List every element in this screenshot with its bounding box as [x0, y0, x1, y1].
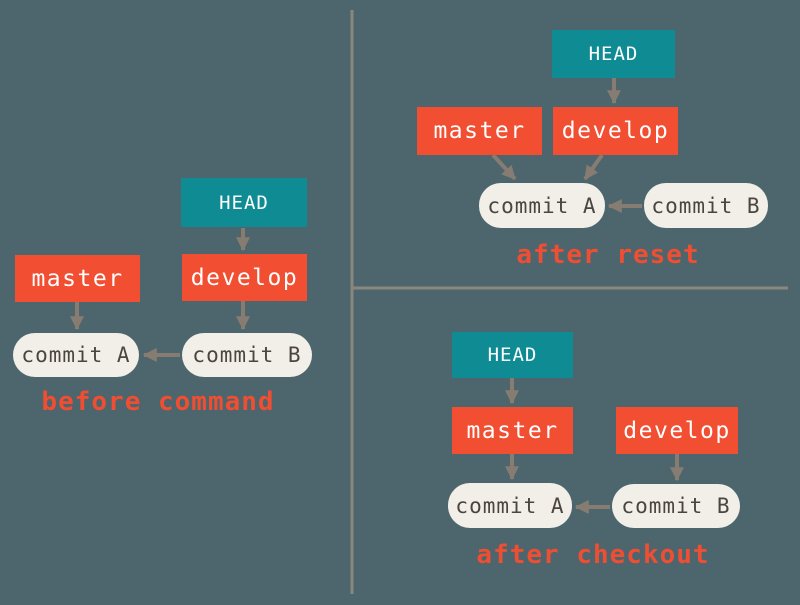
reset-head-box: HEAD — [552, 30, 675, 78]
checkout-head-box: HEAD — [452, 332, 573, 378]
reset-commit-a-node: commit A — [479, 183, 605, 228]
before-develop-branch-box: develop — [182, 254, 307, 301]
reset-master-branch-box: master — [417, 107, 542, 155]
checkout-develop-branch-box: develop — [616, 407, 738, 454]
before-commit-b-node: commit B — [182, 333, 312, 377]
checkout-commit-a-node: commit A — [448, 483, 572, 528]
checkout-master-branch-box: master — [452, 407, 573, 454]
before-head-box: HEAD — [181, 178, 307, 227]
after-reset-caption: after reset — [516, 240, 700, 270]
reset-develop-branch-box: develop — [553, 107, 678, 155]
after-checkout-caption: after checkout — [476, 540, 710, 570]
before-commit-a-node: commit A — [13, 333, 139, 377]
arrow-reset-master-to-commit-a — [491, 153, 517, 181]
before-master-branch-box: master — [15, 255, 140, 302]
reset-commit-b-node: commit B — [644, 183, 768, 228]
before-command-caption: before command — [41, 387, 275, 417]
checkout-commit-b-node: commit B — [612, 484, 740, 528]
arrow-reset-develop-to-commit-a — [583, 153, 604, 181]
